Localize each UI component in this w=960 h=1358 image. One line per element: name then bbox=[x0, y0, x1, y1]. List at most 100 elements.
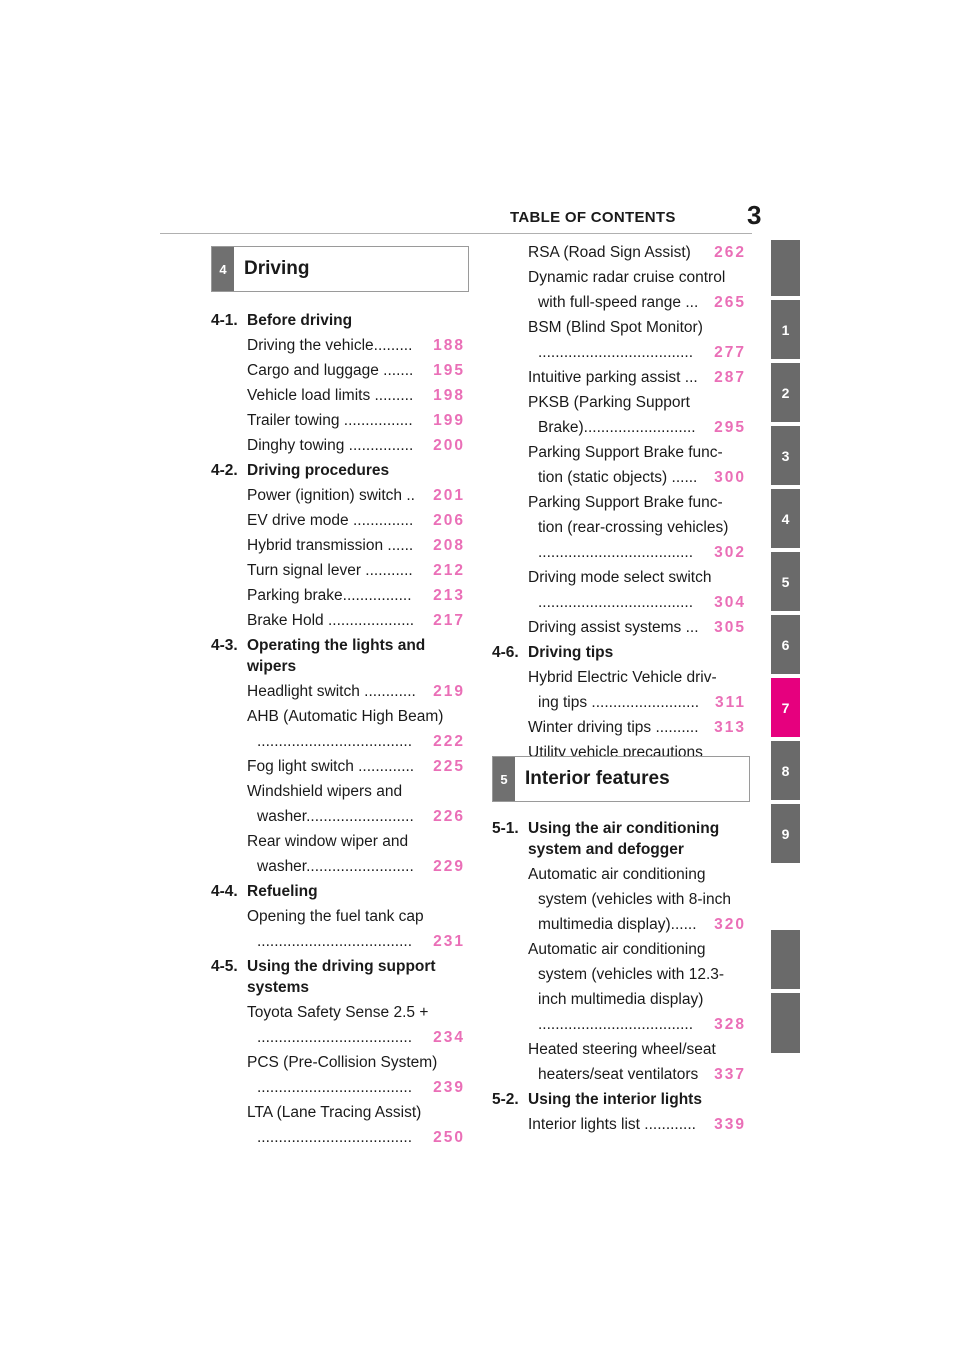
page-link[interactable]: 277 bbox=[714, 344, 746, 361]
toc-entry[interactable]: Turn signal lever ...........212 bbox=[211, 558, 465, 583]
page-link[interactable]: 222 bbox=[433, 733, 465, 750]
chapter-tab-8[interactable]: 8 bbox=[771, 741, 800, 800]
entry-title: with full-speed range ... bbox=[538, 294, 699, 311]
entry-title: tion (rear-crossing vehicles) bbox=[538, 519, 729, 536]
page-link[interactable]: 313 bbox=[714, 719, 746, 736]
toc-entry[interactable]: Parking brake................213 bbox=[211, 583, 465, 608]
page-link[interactable]: 229 bbox=[433, 858, 465, 875]
page-link[interactable]: 199 bbox=[433, 412, 465, 429]
page-link[interactable]: 337 bbox=[714, 1066, 746, 1083]
group-title: Operating the lights and wipers bbox=[247, 637, 426, 675]
chapter-tab-6[interactable]: 6 bbox=[771, 615, 800, 674]
toc-entry[interactable]: Hybrid Electric Vehicle driv-ing tips ..… bbox=[492, 665, 746, 715]
page-link[interactable]: 213 bbox=[433, 587, 465, 604]
chapter-tab-blank[interactable] bbox=[771, 240, 800, 296]
chapter-tab-5[interactable]: 5 bbox=[771, 552, 800, 611]
page-link[interactable]: 231 bbox=[433, 933, 465, 950]
page-link[interactable]: 250 bbox=[433, 1129, 465, 1146]
page-link[interactable]: 311 bbox=[714, 694, 746, 711]
page-link[interactable]: 225 bbox=[433, 758, 465, 775]
entry-title: Windshield wipers and bbox=[247, 783, 403, 800]
entry-title: LTA (Lane Tracing Assist) bbox=[247, 1104, 422, 1121]
toc-entry[interactable]: Trailer towing ................199 bbox=[211, 408, 465, 433]
toc-entry[interactable]: Cargo and luggage ....... 195 bbox=[211, 358, 465, 383]
page-link[interactable]: 320 bbox=[714, 916, 746, 933]
chapter-tab-3[interactable]: 3 bbox=[771, 426, 800, 485]
page-link[interactable]: 305 bbox=[714, 619, 746, 636]
entry-title: Cargo and luggage ....... bbox=[247, 362, 414, 379]
page-link[interactable]: 262 bbox=[714, 244, 746, 261]
toc-entry[interactable]: Toyota Safety Sense 2.5 +...............… bbox=[211, 1000, 465, 1050]
page-link[interactable]: 265 bbox=[714, 294, 746, 311]
entry-title: Power (ignition) switch .. bbox=[247, 487, 415, 504]
entry-title: Winter driving tips .......... bbox=[528, 719, 699, 736]
page-link[interactable]: 339 bbox=[714, 1116, 746, 1133]
chapter-tab-2[interactable]: 2 bbox=[771, 363, 800, 422]
page-link[interactable]: 219 bbox=[433, 683, 465, 700]
page-link[interactable]: 302 bbox=[714, 544, 746, 561]
toc-entry[interactable]: Winter driving tips .......... 313 bbox=[492, 715, 746, 740]
page-link[interactable]: 208 bbox=[433, 537, 465, 554]
chapter-tab-1[interactable]: 1 bbox=[771, 300, 800, 359]
entry-title: Parking Support Brake func- bbox=[528, 444, 723, 461]
page-link[interactable]: 304 bbox=[714, 594, 746, 611]
toc-entry[interactable]: Headlight switch ............219 bbox=[211, 679, 465, 704]
chapter-tab-blank[interactable] bbox=[771, 930, 800, 989]
page-link[interactable]: 212 bbox=[433, 562, 465, 579]
page-link[interactable]: 198 bbox=[433, 387, 465, 404]
page-link[interactable]: 195 bbox=[433, 362, 465, 379]
page-link[interactable]: 188 bbox=[433, 337, 465, 354]
toc-entry[interactable]: RSA (Road Sign Assist)262 bbox=[492, 240, 746, 265]
page-link[interactable]: 295 bbox=[714, 419, 746, 436]
page-link[interactable]: 287 bbox=[714, 369, 746, 386]
page-link[interactable]: 206 bbox=[433, 512, 465, 529]
toc-entry[interactable]: Hybrid transmission ......208 bbox=[211, 533, 465, 558]
page-link[interactable]: 226 bbox=[433, 808, 465, 825]
chapter-tab-4[interactable]: 4 bbox=[771, 489, 800, 548]
chapter-tab-7[interactable]: 7 bbox=[771, 678, 800, 737]
toc-entry[interactable]: Fog light switch .............225 bbox=[211, 754, 465, 779]
group-title: Using the air conditioning system and de… bbox=[528, 820, 720, 858]
entry-title: Parking Support Brake func- bbox=[528, 494, 723, 511]
chapter-tab-9[interactable]: 9 bbox=[771, 804, 800, 863]
toc-entry[interactable]: BSM (Blind Spot Monitor)................… bbox=[492, 315, 746, 365]
page-link[interactable]: 217 bbox=[433, 612, 465, 629]
toc-entry[interactable]: Vehicle load limits .........198 bbox=[211, 383, 465, 408]
toc-entry[interactable]: Parking Support Brake func-tion (static … bbox=[492, 440, 746, 490]
toc-entry[interactable]: Parking Support Brake func-tion (rear-cr… bbox=[492, 490, 746, 565]
chapter-tab-blank[interactable] bbox=[771, 993, 800, 1053]
entry-title: Intuitive parking assist ... bbox=[528, 369, 698, 386]
group-heading: 4-5. Using the driving support systems bbox=[211, 954, 465, 1000]
entry-title: .................................... bbox=[538, 1016, 694, 1033]
toc-entry[interactable]: LTA (Lane Tracing Assist)...............… bbox=[211, 1100, 465, 1150]
entry-title: .................................... bbox=[257, 733, 413, 750]
page-link[interactable]: 234 bbox=[433, 1029, 465, 1046]
toc-entry[interactable]: Driving the vehicle.........188 bbox=[211, 333, 465, 358]
toc-entry[interactable]: Dinghy towing ...............200 bbox=[211, 433, 465, 458]
toc-entry[interactable]: EV drive mode ..............206 bbox=[211, 508, 465, 533]
page-link[interactable]: 201 bbox=[433, 487, 465, 504]
toc-entry[interactable]: PCS (Pre-Collision System)..............… bbox=[211, 1050, 465, 1100]
entry-title: Interior lights list ............ bbox=[528, 1116, 696, 1133]
toc-entry[interactable]: Brake Hold ....................217 bbox=[211, 608, 465, 633]
toc-entry[interactable]: Interior lights list ............ 339 bbox=[492, 1112, 746, 1137]
toc-entry[interactable]: Power (ignition) switch .. 201 bbox=[211, 483, 465, 508]
toc-entry[interactable]: AHB (Automatic High Beam)...............… bbox=[211, 704, 465, 754]
toc-entry[interactable]: Opening the fuel tank cap...............… bbox=[211, 904, 465, 954]
toc-entry[interactable]: Driving mode select switch..............… bbox=[492, 565, 746, 615]
page-link[interactable]: 239 bbox=[433, 1079, 465, 1096]
toc-entry[interactable]: Driving assist systems ...305 bbox=[492, 615, 746, 640]
group-heading: 4-4. Refueling bbox=[211, 879, 465, 904]
page-link[interactable]: 328 bbox=[714, 1016, 746, 1033]
page-link[interactable]: 200 bbox=[433, 437, 465, 454]
page-link[interactable]: 300 bbox=[714, 469, 746, 486]
toc-entry[interactable]: Intuitive parking assist ... 287 bbox=[492, 365, 746, 390]
group-heading: 5-1. Using the air conditioning system a… bbox=[492, 816, 746, 862]
